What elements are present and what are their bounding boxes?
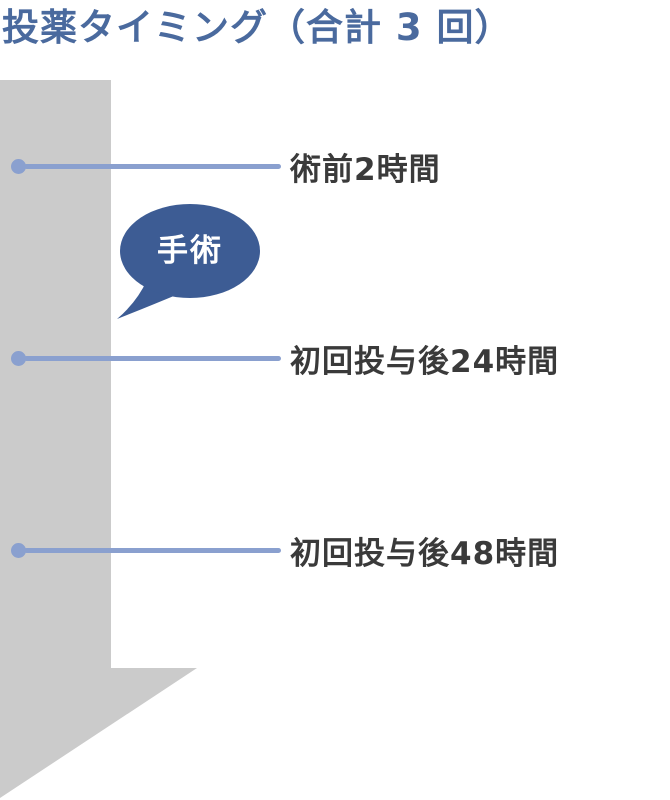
- timeline-label: 初回投与後24時間: [290, 343, 560, 380]
- connector-line: [24, 163, 281, 169]
- surgery-callout-label: 手術: [157, 233, 223, 269]
- dot-icon: [11, 542, 26, 558]
- connector-line: [24, 547, 281, 553]
- down-arrow-shape: [0, 80, 197, 798]
- timeline-label: 初回投与後48時間: [290, 535, 560, 572]
- timeline-label: 術前2時間: [290, 151, 441, 188]
- timeline-row-24h: 初回投与後24時間: [11, 341, 559, 380]
- connector-line: [24, 355, 281, 361]
- dot-icon: [11, 158, 26, 174]
- timeline-row-48h: 初回投与後48時間: [11, 533, 559, 572]
- page-title: 投薬タイミング（合計 3 回）: [2, 6, 513, 49]
- timeline-row-pre-op: 術前2時間: [11, 149, 441, 188]
- dot-icon: [11, 350, 26, 366]
- speech-bubble-icon: [117, 204, 260, 319]
- speech-bubble-body: [120, 204, 260, 298]
